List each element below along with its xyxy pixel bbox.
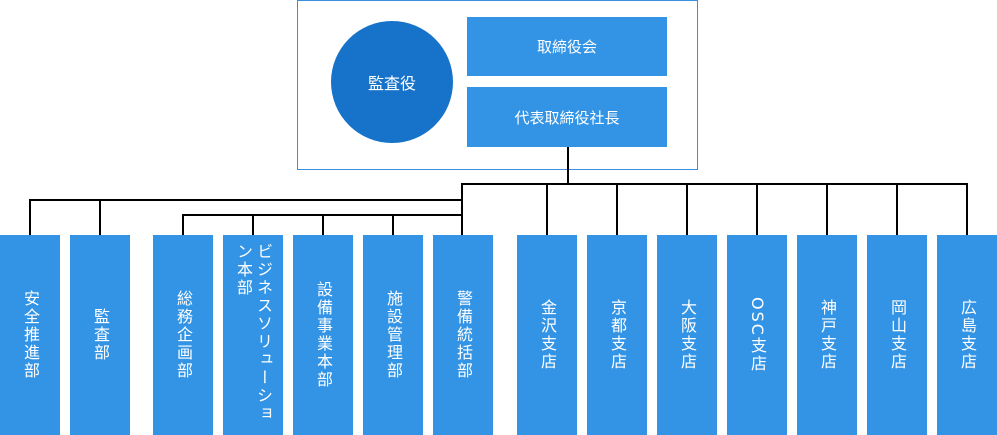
connector-line (392, 214, 394, 235)
connector-line (252, 214, 254, 235)
branch-node: 京都支店 (587, 235, 647, 435)
auditor-node: 監査役 (331, 21, 453, 143)
department-node-label: 警備統括部 (454, 290, 473, 380)
connector-line (546, 183, 548, 235)
connector-line (616, 183, 618, 235)
president-node: 代表取締役社長 (467, 87, 667, 147)
department-node: 安全推進部 (0, 235, 60, 435)
department-node-label: 施設管理部 (384, 290, 403, 380)
connector-line (461, 183, 463, 235)
branch-node-label: 広島支店 (958, 299, 977, 371)
department-node: 総務企画部 (153, 235, 213, 435)
department-node-label: ビジネスソリューション本部 (234, 242, 273, 423)
department-node: 警備統括部 (433, 235, 493, 435)
connector-line (966, 183, 968, 235)
connector-line (461, 183, 968, 185)
connector-line (29, 199, 463, 201)
branch-node-label: 金沢支店 (538, 299, 557, 371)
branch-node: 金沢支店 (517, 235, 577, 435)
connector-line (182, 214, 184, 235)
connector-line (29, 199, 31, 235)
connector-line (99, 199, 101, 235)
department-node: 設備事業本部 (293, 235, 353, 435)
department-node-label: 安全推進部 (21, 290, 40, 380)
branch-node: 大阪支店 (657, 235, 717, 435)
department-node: 施設管理部 (363, 235, 423, 435)
department-node: ビジネスソリューション本部 (223, 235, 283, 435)
connector-line (686, 183, 688, 235)
department-node: 監査部 (70, 235, 130, 435)
branch-node-label: 神戸支店 (818, 299, 837, 371)
department-node-label: 総務企画部 (174, 290, 193, 380)
branch-node: OSC支店 (727, 235, 787, 435)
branch-node: 広島支店 (937, 235, 997, 435)
connector-line (756, 183, 758, 235)
connector-line (322, 214, 324, 235)
branch-node: 岡山支店 (867, 235, 927, 435)
executive-frame (297, 0, 698, 170)
branch-node-label: 岡山支店 (888, 299, 907, 371)
connector-line (826, 183, 828, 235)
connector-line (567, 147, 569, 184)
department-node-label: 監査部 (91, 308, 110, 362)
branch-node-label: 大阪支店 (678, 299, 697, 371)
connector-line (896, 183, 898, 235)
branch-node-label: 京都支店 (608, 299, 627, 371)
department-node-label: 設備事業本部 (314, 281, 333, 389)
board-node: 取締役会 (467, 17, 667, 76)
branch-node: 神戸支店 (797, 235, 857, 435)
branch-node-label: OSC支店 (748, 297, 767, 373)
auditor-label: 監査役 (331, 21, 453, 143)
